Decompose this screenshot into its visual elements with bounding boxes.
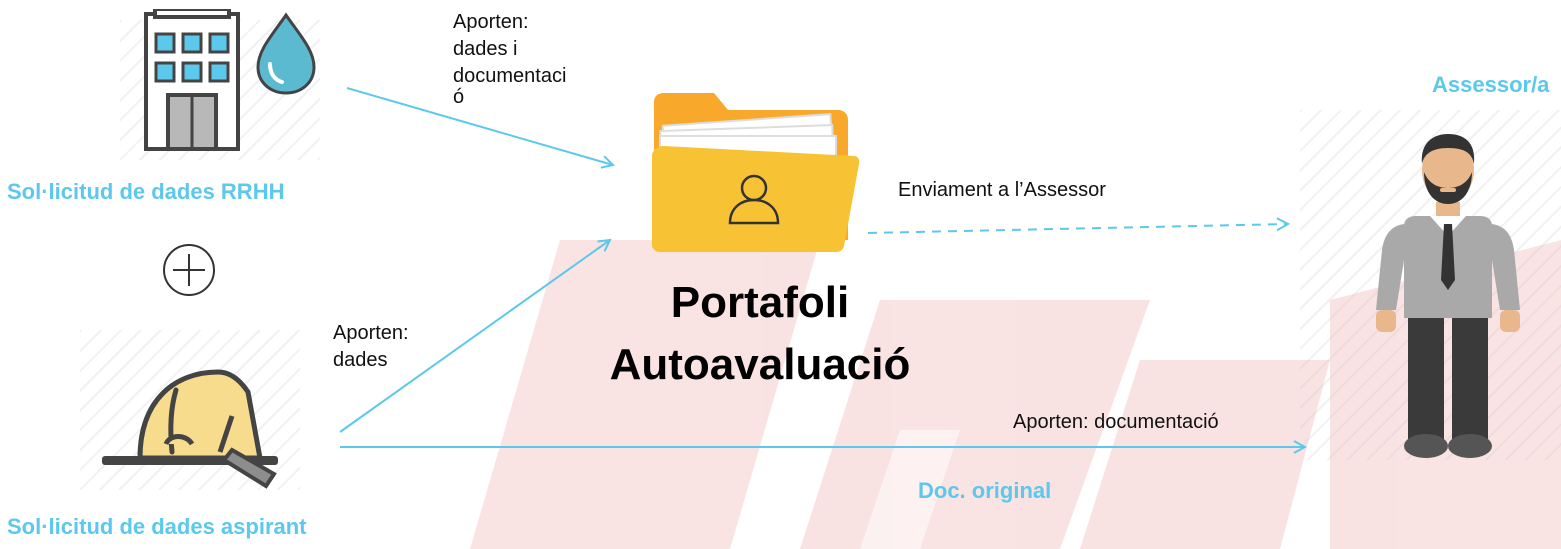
hard-hat-icon — [102, 369, 278, 489]
edge-label-doc-original: Doc. original — [918, 478, 1052, 503]
edge-label-portfolio-to-assessor: Enviament a l’Assessor — [898, 179, 1106, 201]
folder-user-icon — [652, 93, 860, 252]
node-label-aspirant: Sol·licitud de dades aspirant — [7, 514, 307, 539]
arrow-aspirant-to-portfolio — [339, 240, 610, 433]
edge-label-line: documentaci — [453, 65, 567, 87]
edge-label-line: dades — [333, 349, 388, 371]
assessor-person-icon — [1376, 134, 1520, 458]
building-icon — [144, 9, 240, 151]
arrow-portfolio-to-assessor — [867, 224, 1288, 234]
water-drop-icon — [256, 12, 316, 95]
edge-label-aspirant-to-portfolio: Aporten: dades — [333, 320, 453, 374]
portfolio-title-line2: Autoavaluació — [609, 340, 911, 389]
edge-label-line: Aporten: — [453, 11, 529, 33]
plus-circle-icon — [163, 244, 215, 296]
portfolio-title-line1: Portafoli — [670, 278, 850, 327]
arrow-rrhh-to-portfolio — [346, 87, 613, 165]
edge-label-line: dades i — [453, 38, 518, 60]
edge-label-rrhh-to-portfolio: Aporten: dades i documentaci ó — [453, 9, 593, 111]
edge-label-line: ó — [453, 86, 465, 108]
portfolio-title: Portafoli Autoavaluació — [590, 275, 930, 393]
edge-label-aspirant-to-assessor: Aporten: documentació — [1013, 411, 1219, 433]
edge-label-line: Aporten: — [333, 322, 409, 344]
node-label-rrhh: Sol·licitud de dades RRHH — [7, 179, 285, 204]
node-label-assessor: Assessor/a — [1432, 72, 1550, 97]
